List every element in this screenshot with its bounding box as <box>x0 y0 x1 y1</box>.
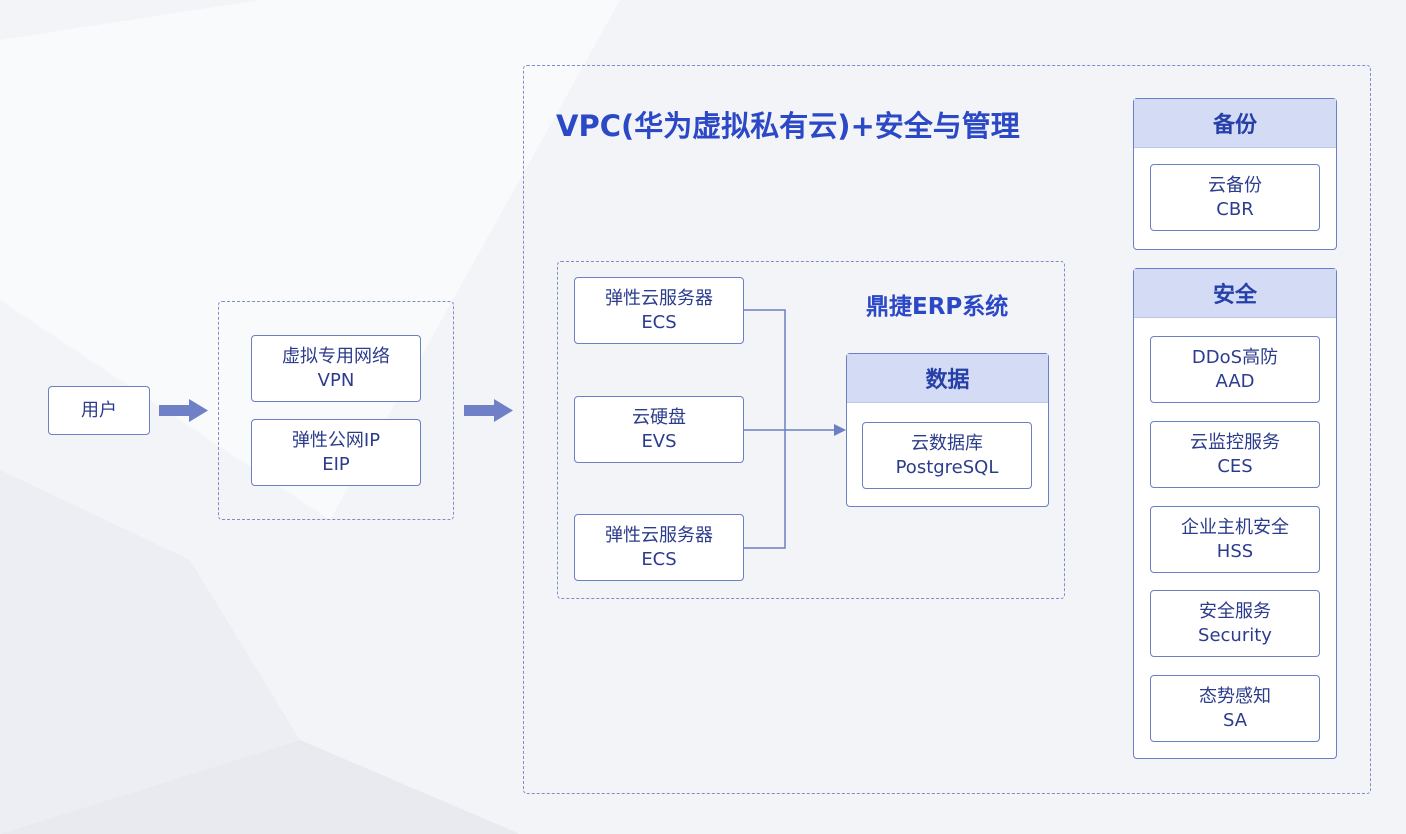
network-container <box>218 301 454 520</box>
backup-item-code: CBR <box>1216 198 1254 220</box>
evs-node[interactable]: 云硬盘 EVS <box>574 396 744 463</box>
security-item-ces[interactable]: 云监控服务 CES <box>1150 421 1320 488</box>
eip-name: 弹性公网IP <box>291 429 381 451</box>
backup-item[interactable]: 云备份 CBR <box>1150 164 1320 231</box>
data-panel: 数据 云数据库 PostgreSQL <box>846 353 1049 507</box>
ecs-bottom-code: ECS <box>641 548 677 570</box>
data-panel-title: 数据 <box>847 354 1048 403</box>
backup-item-name: 云备份 <box>1208 174 1262 196</box>
erp-container <box>557 261 1065 599</box>
ecs-top-code: ECS <box>641 311 677 333</box>
security-item-aad[interactable]: DDoS高防 AAD <box>1150 336 1320 403</box>
evs-code: EVS <box>641 430 677 452</box>
security-item-sa[interactable]: 态势感知 SA <box>1150 675 1320 742</box>
user-label: 用户 <box>81 399 117 421</box>
security-item-hss[interactable]: 企业主机安全 HSS <box>1150 506 1320 573</box>
ecs-top-node[interactable]: 弹性云服务器 ECS <box>574 277 744 344</box>
backup-panel-title: 备份 <box>1134 99 1336 148</box>
vpc-title: VPC(华为虚拟私有云)+安全与管理 <box>556 109 1020 143</box>
security-item-name: 安全服务 <box>1199 600 1271 622</box>
security-panel: 安全 DDoS高防 AAD 云监控服务 CES 企业主机安全 HSS 安全服务 … <box>1133 268 1337 759</box>
eip-code: EIP <box>322 453 350 475</box>
security-item-security[interactable]: 安全服务 Security <box>1150 590 1320 657</box>
security-item-code: CES <box>1217 455 1253 477</box>
erp-title: 鼎捷ERP系统 <box>866 294 1009 320</box>
ecs-top-name: 弹性云服务器 <box>605 287 713 309</box>
security-item-code: AAD <box>1215 370 1255 392</box>
vpn-name: 虚拟专用网络 <box>282 345 390 367</box>
database-node[interactable]: 云数据库 PostgreSQL <box>862 422 1032 489</box>
ecs-bottom-name: 弹性云服务器 <box>605 524 713 546</box>
backup-panel: 备份 云备份 CBR <box>1133 98 1337 250</box>
database-name: 云数据库 <box>911 432 983 454</box>
ecs-bottom-node[interactable]: 弹性云服务器 ECS <box>574 514 744 581</box>
security-item-code: Security <box>1198 624 1272 646</box>
evs-name: 云硬盘 <box>632 406 686 428</box>
security-item-name: 态势感知 <box>1199 685 1271 707</box>
security-item-name: 企业主机安全 <box>1181 516 1289 538</box>
vpn-node[interactable]: 虚拟专用网络 VPN <box>251 335 421 402</box>
security-item-code: HSS <box>1216 540 1254 562</box>
vpc-container <box>523 65 1371 794</box>
eip-node[interactable]: 弹性公网IP EIP <box>251 419 421 486</box>
vpn-code: VPN <box>317 369 355 391</box>
security-item-name: 云监控服务 <box>1190 431 1280 453</box>
security-item-code: SA <box>1222 709 1248 731</box>
security-item-name: DDoS高防 <box>1191 346 1279 368</box>
security-panel-title: 安全 <box>1134 269 1336 318</box>
user-node[interactable]: 用户 <box>48 386 150 435</box>
database-code: PostgreSQL <box>895 456 999 478</box>
